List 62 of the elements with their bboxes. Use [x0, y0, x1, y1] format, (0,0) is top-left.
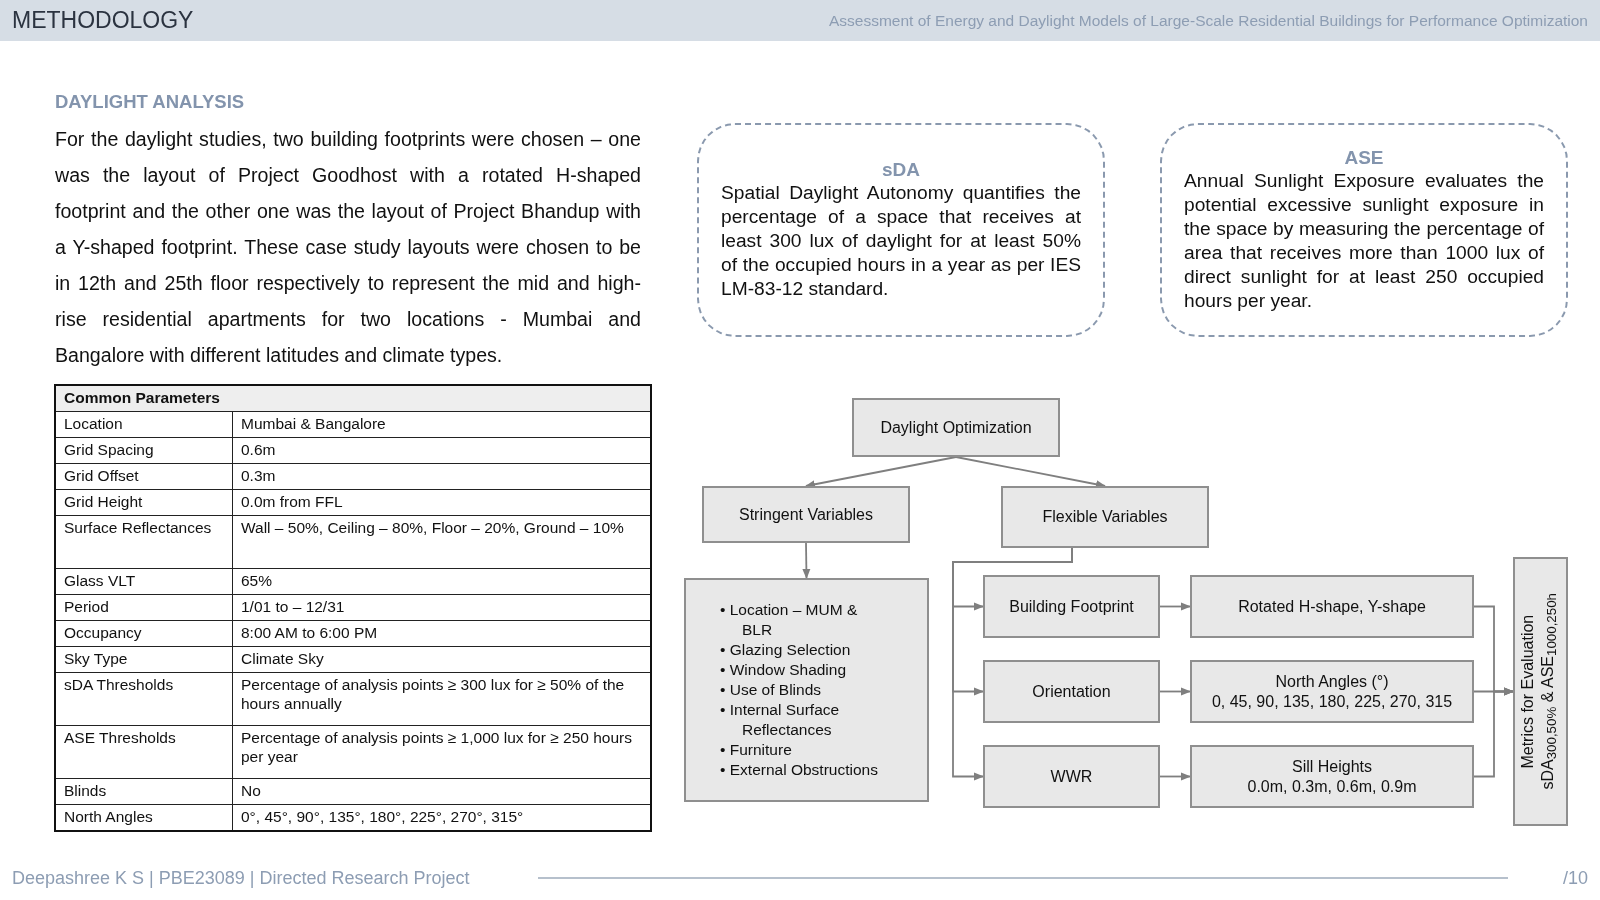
box-label: Daylight Optimization: [880, 417, 1032, 438]
process-box: [1190, 745, 1474, 808]
card-heading: ASE: [1343, 147, 1385, 169]
table-cell: Surface Reflectances: [55, 515, 233, 569]
table-cell: Grid Offset: [55, 463, 233, 490]
table-cell: Grid Height: [55, 489, 233, 516]
table-cell: Period: [55, 594, 233, 621]
box-label: 0.0m, 0.3m, 0.6m, 0.9m: [1247, 776, 1417, 797]
page-title: METHODOLOGY: [12, 7, 194, 34]
list-item: • External Obstructions: [720, 760, 879, 780]
process-box: [983, 660, 1160, 723]
definition-card: [1160, 123, 1568, 337]
arrow: [802, 542, 811, 579]
box-label: Metrics for Evaluation: [1518, 613, 1538, 771]
box-label: Rotated H-shape, Y-shape: [1238, 596, 1426, 617]
arrow: [1159, 687, 1191, 696]
definition-card: [697, 123, 1105, 337]
list-item: • Use of Blinds: [720, 680, 823, 700]
table-cell: Occupancy: [55, 620, 233, 647]
table-cell: Grid Spacing: [55, 437, 233, 464]
table-header-cell: Common Parameters: [55, 385, 651, 412]
process-box: [983, 575, 1160, 638]
card-text: Annual Sunlight Exposure evaluates the potential excessive sunlight exposure in the space by measuring the percentage of area that receives more than 1000 lux of direct sunlight for at least 250 occupied hours per year.: [1184, 169, 1544, 313]
process-box: [983, 745, 1160, 808]
box-label: WWR: [1050, 766, 1093, 787]
list-item: • Window Shading: [720, 660, 848, 680]
box-label: Stringent Variables: [739, 504, 873, 525]
arrow: [1159, 602, 1191, 611]
box-label: Flexible Variables: [1042, 507, 1168, 527]
list-box: [684, 578, 929, 802]
box-label: Orientation: [1032, 681, 1111, 702]
body-paragraph: For the daylight studies, two building footprints were chosen – one was the layout of Project Goodhost with a rotated H-shaped footprint and the other one was the layout of Project Bhandup with a Y-shaped footprint. These case study layouts were chosen to be in 12th and 25th floor respectively to represent the mid and high-rise residential apartments for two locations - Mumbai and Bangalore with different latitudes and climate types.: [55, 127, 641, 368]
table-cell: Blinds: [55, 778, 233, 805]
footer-text: Deepashree K S | PBE23089 | Directed Research Project: [12, 868, 470, 889]
box-label: 0, 45, 90, 135, 180, 225, 270, 315: [1211, 691, 1453, 712]
list-item: • Furniture: [720, 740, 793, 760]
process-box: [852, 398, 1060, 457]
card-text: Spatial Daylight Autonomy quantifies the percentage of a space that receives at least 300 lux of daylight for at least 50% of the occupied hours in a year as per IES LM-83-12 standard.: [721, 181, 1081, 301]
arrow: [955, 456, 1106, 489]
arrow: [1159, 772, 1191, 781]
arrow: [1473, 687, 1514, 778]
table-cell: Glass VLT: [55, 568, 233, 595]
box-label: Sill Heights: [1292, 756, 1372, 777]
page-number: /10: [1562, 868, 1588, 889]
list-item: • Internal Surface Reflectances: [720, 700, 841, 740]
list-item: • Glazing Selection: [720, 640, 852, 660]
box-label: Building Footprint: [1009, 596, 1134, 617]
table-cell: ASE Thresholds: [55, 725, 233, 779]
process-box: [1001, 486, 1209, 548]
section-heading: DAYLIGHT ANALYSIS: [55, 91, 245, 113]
process-box: [1513, 557, 1568, 826]
table-cell: Location: [55, 411, 233, 438]
process-box: [1190, 575, 1474, 638]
header-subtitle: Assessment of Energy and Daylight Models of Large-Scale Residential Buildings for Performance Optimization: [829, 12, 1588, 30]
card-heading: sDA: [881, 159, 921, 181]
table-cell: sDA Thresholds: [55, 672, 233, 726]
box-label: North Angles (°): [1275, 671, 1389, 692]
process-box: [702, 486, 910, 543]
list-item: • Location – MUM & BLR: [720, 600, 859, 640]
table-cell: Sky Type: [55, 646, 233, 673]
arrow: [805, 456, 957, 489]
process-box: [1190, 660, 1474, 723]
